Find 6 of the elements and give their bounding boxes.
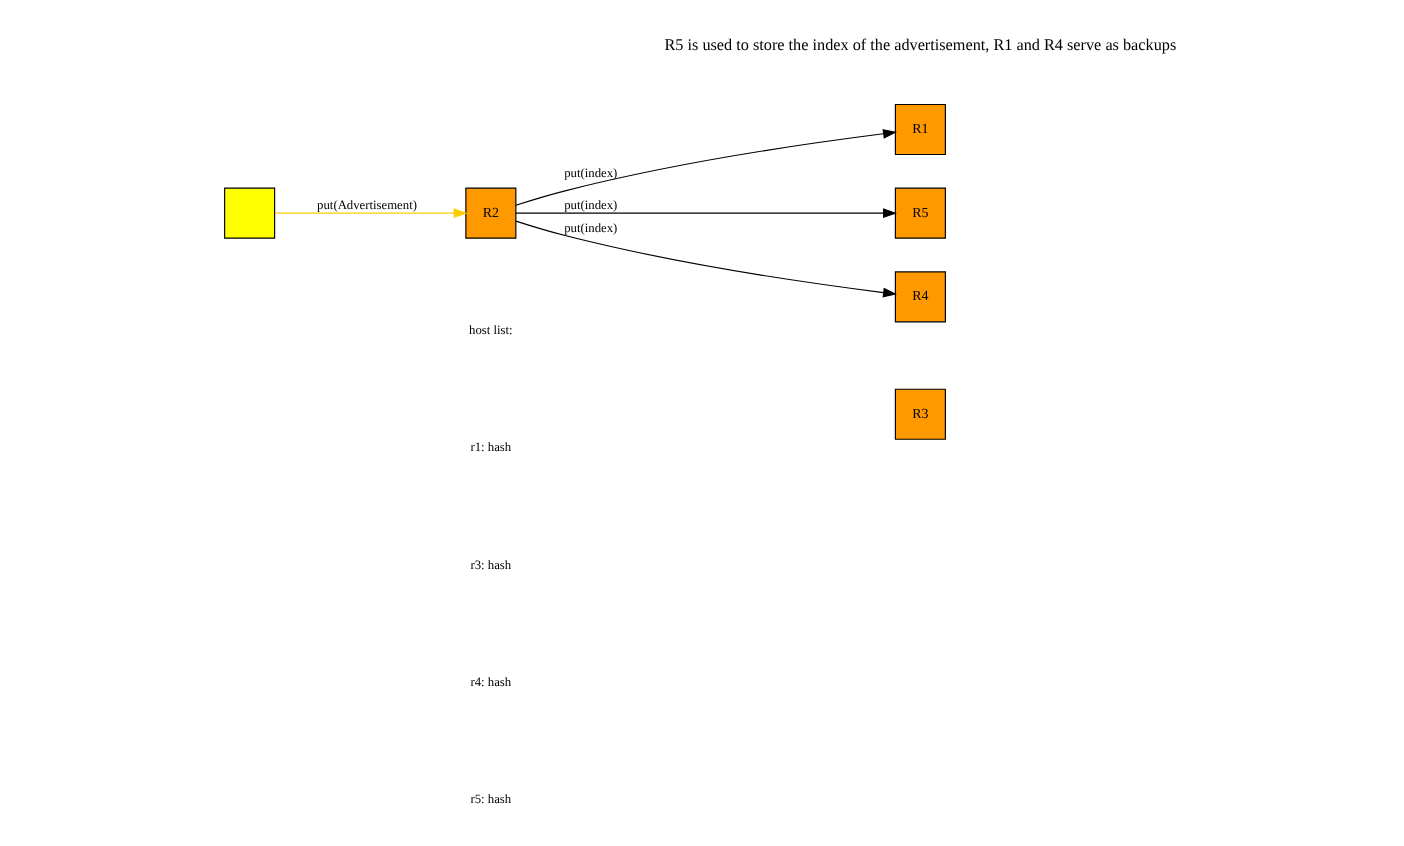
arrow (273, 208, 467, 219)
arrow (514, 208, 896, 219)
node-box (223, 187, 275, 239)
arrow (514, 220, 896, 298)
arrow (514, 128, 896, 206)
label: R5 is used to store the index of the advertisement, R1 and R4 serve as backups (663, 36, 1176, 55)
